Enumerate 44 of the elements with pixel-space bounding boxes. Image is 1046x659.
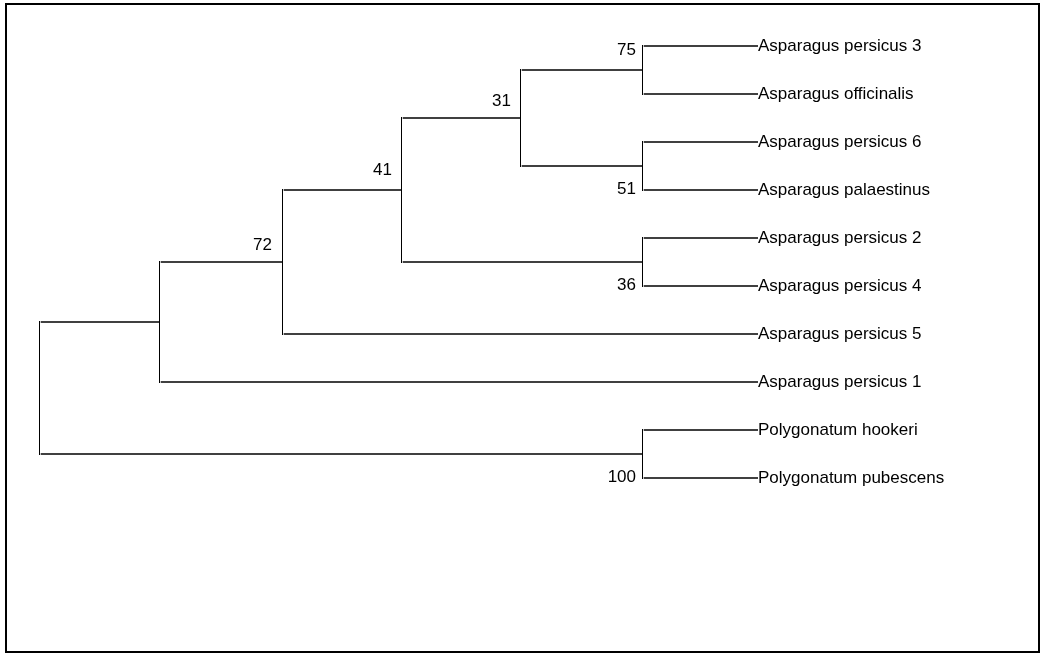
branch-junction-line bbox=[642, 429, 644, 479]
taxon-name: Asparagus officinalis bbox=[758, 83, 914, 105]
tree-branch bbox=[643, 429, 759, 431]
taxon-name: Asparagus persicus 1 bbox=[758, 371, 922, 393]
tree-branch bbox=[40, 321, 160, 323]
branch-junction-line bbox=[520, 69, 522, 167]
taxon-name: Asparagus persicus 2 bbox=[758, 227, 922, 249]
tree-branch bbox=[643, 477, 759, 479]
taxon-name: Asparagus persicus 5 bbox=[758, 323, 922, 345]
tree-branch bbox=[643, 45, 759, 47]
branch-junction-line bbox=[642, 237, 644, 287]
tree-branch bbox=[402, 261, 643, 263]
bootstrap-value: 36 bbox=[617, 276, 636, 294]
branch-junction-line bbox=[159, 261, 161, 383]
bootstrap-value: 51 bbox=[617, 180, 636, 198]
taxon-name: Asparagus persicus 3 bbox=[758, 35, 922, 57]
tree-branch bbox=[283, 189, 402, 191]
tree-branch bbox=[643, 285, 759, 287]
bootstrap-value: 72 bbox=[253, 236, 272, 254]
taxon-name: Polygonatum pubescens bbox=[758, 467, 945, 489]
taxon-name: Asparagus persicus 4 bbox=[758, 275, 922, 297]
branch-junction-line bbox=[401, 117, 403, 263]
tree-branch bbox=[643, 237, 759, 239]
taxon-name: Asparagus palaestinus bbox=[758, 179, 930, 201]
tree-branch bbox=[283, 333, 759, 335]
bootstrap-value: 100 bbox=[607, 468, 636, 486]
taxon-name: Asparagus persicus 6 bbox=[758, 131, 922, 153]
branch-junction-line bbox=[642, 45, 644, 95]
bootstrap-value: 41 bbox=[373, 161, 392, 179]
bootstrap-value: 31 bbox=[492, 92, 511, 110]
branch-junction-line bbox=[282, 189, 284, 335]
tree-branch bbox=[521, 165, 643, 167]
tree-branch bbox=[402, 117, 521, 119]
tree-branch bbox=[160, 261, 283, 263]
tree-branch bbox=[643, 141, 759, 143]
bootstrap-value: 75 bbox=[617, 41, 636, 59]
branch-junction-line bbox=[39, 321, 41, 455]
branch-junction-line bbox=[642, 141, 644, 191]
tree-branch bbox=[521, 69, 643, 71]
taxon-name: Polygonatum hookeri bbox=[758, 419, 918, 441]
tree-branch bbox=[40, 453, 643, 455]
tree-branch bbox=[160, 381, 759, 383]
tree-branch bbox=[643, 189, 759, 191]
tree-branch bbox=[643, 93, 759, 95]
